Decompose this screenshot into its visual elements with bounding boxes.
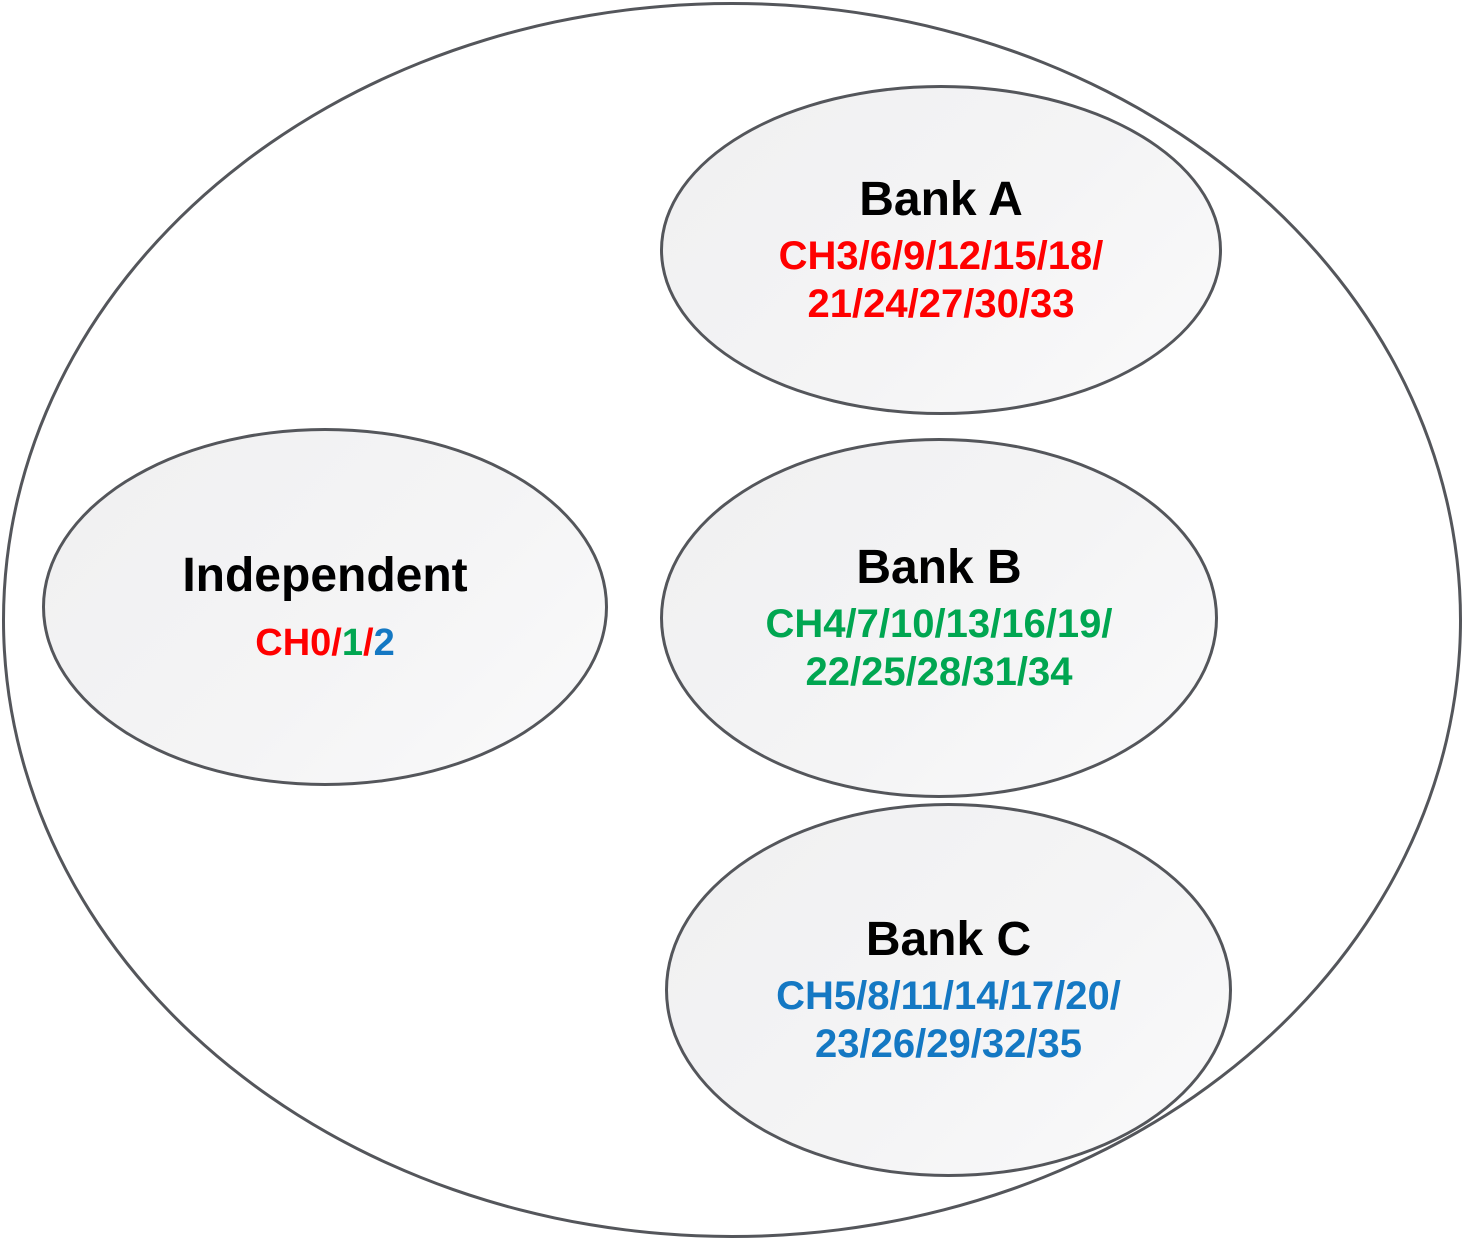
channel-segment: CH0/: [255, 621, 342, 664]
bank-c-group-ellipse: Bank C CH5/8/11/14/17/20/ 23/26/29/32/35: [665, 803, 1232, 1177]
bank-a-title: Bank A: [859, 173, 1023, 227]
independent-group-ellipse: Independent CH0/1/2: [42, 428, 608, 786]
bank-b-channels-line1: CH4/7/10/13/16/19/: [765, 601, 1113, 646]
bank-c-channels-line2: 23/26/29/32/35: [815, 1021, 1082, 1066]
bank-b-channel-list: CH4/7/10/13/16/19/ 22/25/28/31/34: [766, 600, 1113, 696]
channel-segment: 1: [341, 621, 363, 664]
bank-c-channels-line1: CH5/8/11/14/17/20/: [776, 973, 1121, 1018]
bank-b-group-ellipse: Bank B CH4/7/10/13/16/19/ 22/25/28/31/34: [660, 438, 1218, 798]
channel-segment: 2: [373, 621, 395, 664]
bank-a-channels-line2: 21/24/27/30/33: [807, 281, 1075, 326]
independent-title: Independent: [182, 548, 468, 602]
bank-b-channels-line2: 22/25/28/31/34: [805, 649, 1073, 694]
bank-a-channel-list: CH3/6/9/12/15/18/ 21/24/27/30/33: [779, 232, 1104, 328]
bank-a-channels-line1: CH3/6/9/12/15/18/: [778, 233, 1104, 278]
channel-segment: /: [363, 621, 374, 664]
independent-channel-list: CH0/1/2: [255, 621, 394, 667]
bank-b-title: Bank B: [856, 541, 1022, 595]
bank-c-channel-list: CH5/8/11/14/17/20/ 23/26/29/32/35: [776, 972, 1121, 1068]
bank-c-title: Bank C: [865, 913, 1032, 967]
bank-a-group-ellipse: Bank A CH3/6/9/12/15/18/ 21/24/27/30/33: [660, 85, 1222, 415]
